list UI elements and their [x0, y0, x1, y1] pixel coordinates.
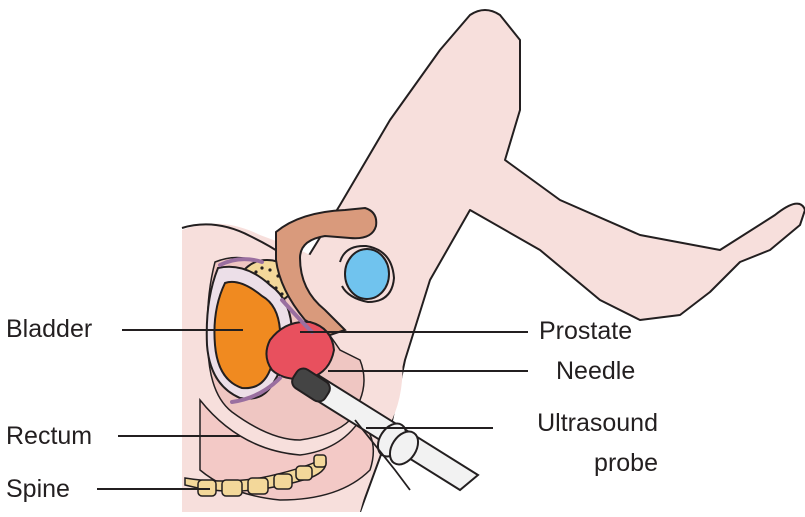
- spine-label: Spine: [6, 474, 70, 504]
- testis: [345, 249, 389, 299]
- needle-label: Needle: [556, 356, 635, 386]
- prostate-label: Prostate: [539, 316, 632, 346]
- probe-label-line2: probe: [498, 448, 658, 478]
- rectum-label: Rectum: [6, 421, 92, 451]
- probe-label-line1: Ultrasound: [498, 408, 658, 438]
- bladder-label: Bladder: [6, 314, 92, 344]
